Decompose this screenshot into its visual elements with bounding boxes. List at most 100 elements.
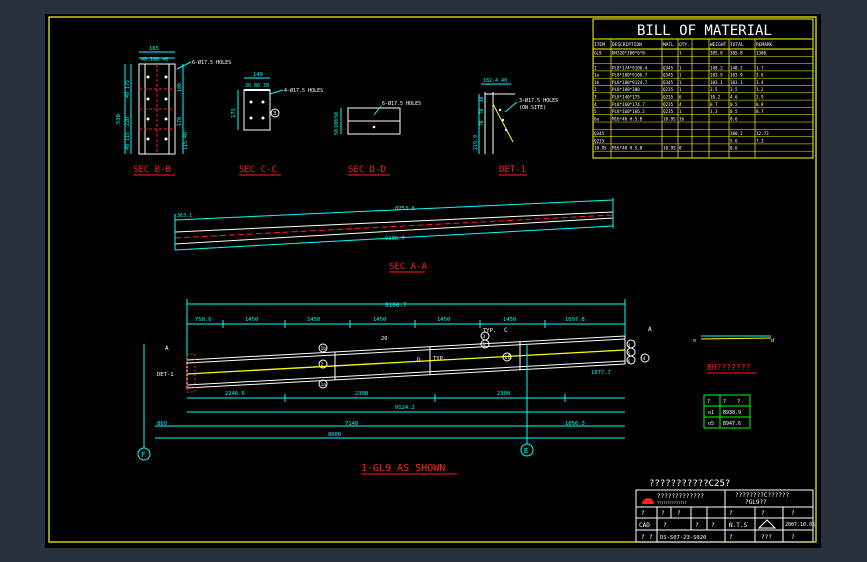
bom-cell: 0.7: [756, 109, 764, 114]
bom-cell: 3: [594, 95, 597, 100]
secb-left-dim-3: 220: [125, 117, 131, 126]
bh-legend-head-2: ?: [723, 399, 726, 405]
bom-cell: 4: [594, 102, 597, 107]
secc-tag: 3: [273, 111, 276, 117]
title-block: ???????????C25? ????????????? ??????????…: [635, 479, 815, 543]
bom-cell: 103.9: [730, 73, 743, 78]
bom-cell: Q345: [663, 65, 674, 70]
part-tag: 2: [321, 362, 324, 368]
elev-mark-a-right: A: [648, 326, 652, 333]
secc-top-dim: 140: [253, 72, 263, 78]
tb-r2c2: ?: [695, 522, 699, 529]
part-tag-circle: [318, 359, 328, 369]
bom-cell: 1.7: [756, 65, 764, 70]
bom-cell: 3.4: [756, 80, 764, 85]
tb-r3c2: ?: [649, 534, 653, 541]
det1-left-dim-2: 70: [479, 120, 485, 126]
tb-r3c5: ?: [791, 534, 795, 541]
elev-mark-a-left: A: [165, 345, 169, 352]
bom-cell: 3.5: [730, 87, 738, 92]
bom-cell: 4: [679, 102, 682, 107]
bom-header-cell: QTY.: [679, 42, 690, 48]
bom-cell: 1: [679, 65, 682, 70]
secb-right-dim-2: 170: [177, 117, 183, 126]
elev-mid-tag-3: TYP.: [433, 356, 446, 362]
secc-holes-note: 4-Ø17.5 HOLES: [284, 87, 323, 94]
bom-cell: PL8*140*175: [612, 95, 640, 100]
revision-triangle-icon: [757, 519, 777, 529]
bom-cell: PL8*100*300: [612, 87, 640, 92]
bom-cell: 0.6: [730, 146, 738, 151]
bom-cell: PL8*160*166.2: [612, 109, 645, 114]
elev-mid-tag-2: TYP.: [483, 328, 496, 334]
bom-cell: 1: [679, 51, 682, 56]
bom-cell: 3.6: [756, 73, 764, 78]
bottom-segment-dim: 1077.7: [591, 370, 611, 376]
bom-cell: PL8*160*174.7: [612, 102, 645, 107]
bottom-segment-dim: 2300: [355, 391, 368, 397]
bom-title: BILL OF MATERIAL: [637, 23, 772, 39]
part-tag: 3: [483, 342, 486, 348]
bom-cell: Q235: [663, 95, 674, 100]
bom-cell: Q235: [663, 102, 674, 107]
bom-cell: 2.9: [756, 95, 764, 100]
top-segment-dim: 1450: [503, 317, 516, 323]
tb-r3c3: ?: [729, 534, 733, 541]
bom-cell: PL8*180*9124.7: [612, 80, 648, 85]
tb-r3c1: ?: [641, 534, 645, 541]
bom-cell: 2: [594, 87, 597, 92]
drawing-subtitle: ?GL9??: [745, 499, 767, 506]
secb-bottom-dim-2: 115 40: [183, 132, 189, 150]
elev-mark-b: B: [508, 354, 512, 361]
bom-cell: PL8*174*9106.4: [612, 65, 648, 70]
part-tag: 4: [628, 343, 631, 349]
det1-title: DET-1: [499, 165, 526, 175]
part-tag: 1: [505, 355, 508, 361]
bom-cell: 10.2: [710, 95, 721, 100]
bom-header-cell: MATL: [663, 42, 674, 48]
tb-date: 2007.10.05: [785, 522, 815, 528]
drawing-frame: [48, 16, 817, 543]
bom-cell: 10.9S: [663, 116, 676, 121]
part-tag: 1a: [321, 382, 327, 388]
bh-legend-r2c1: o5: [708, 421, 714, 427]
part-tag: 1b: [321, 346, 327, 352]
detail-1: 182.4 40 3-Ø17.5 HOLES (ON SITE) 219.9 7…: [473, 78, 558, 176]
det1-holes-note: 3-Ø17.5 HOLES: [519, 97, 558, 104]
top-segment-dim: 1450: [437, 317, 450, 323]
bom-cell: 8: [679, 146, 682, 151]
part-tag-circle: [318, 379, 328, 389]
secc-title: SEC C-C: [239, 165, 277, 175]
bom-header-cell: WEIGHT: [710, 42, 727, 48]
section-c-c: 140 30 80 30 4-Ø17.5 HOLES 175 3 SEC C-C: [231, 72, 323, 176]
bh-left-mark: o: [693, 338, 696, 344]
bom-cell: PL8*180*9106.7: [612, 73, 648, 78]
section-a-a: 8753.6 9106.7 363.1 SEC A-A: [174, 198, 614, 273]
bom-header-cell: REMARK: [756, 42, 773, 48]
bom-cell: 148.2: [710, 65, 723, 70]
seca-title: SEC A-A: [389, 262, 428, 272]
secc-tag-circle: [270, 108, 280, 118]
tb-r2c3: ?: [711, 522, 715, 529]
bom-cell: Q345: [663, 80, 674, 85]
grid-mid-dim: 7140: [345, 421, 358, 427]
bh-legend-head-3: ?: [737, 399, 740, 405]
bom-cell: 385.8: [710, 51, 723, 56]
bom-cell: 103.1: [710, 80, 723, 85]
bom-header-cell: TOTAL: [730, 42, 744, 48]
secb-bottom-dim-1: 40 115: [125, 132, 131, 150]
secd-holes-note: 6-Ø17.5 HOLES: [382, 100, 421, 107]
axis-e-bubble: [520, 443, 534, 457]
secb-holes-note: 6-Ø17.5 HOLES: [192, 59, 231, 66]
bom-cell: 0.5: [730, 102, 738, 107]
seca-left-dim: 363.1: [177, 213, 192, 219]
project-name: ???????????C25?: [649, 479, 730, 489]
bom-cell: 103.1: [730, 80, 743, 85]
axis-f-label: F: [141, 451, 145, 459]
grid-left-dim: 860: [157, 421, 167, 427]
bh-legend-r1c2: B930.9: [723, 410, 741, 416]
bom-cell: 12.73: [756, 131, 769, 136]
